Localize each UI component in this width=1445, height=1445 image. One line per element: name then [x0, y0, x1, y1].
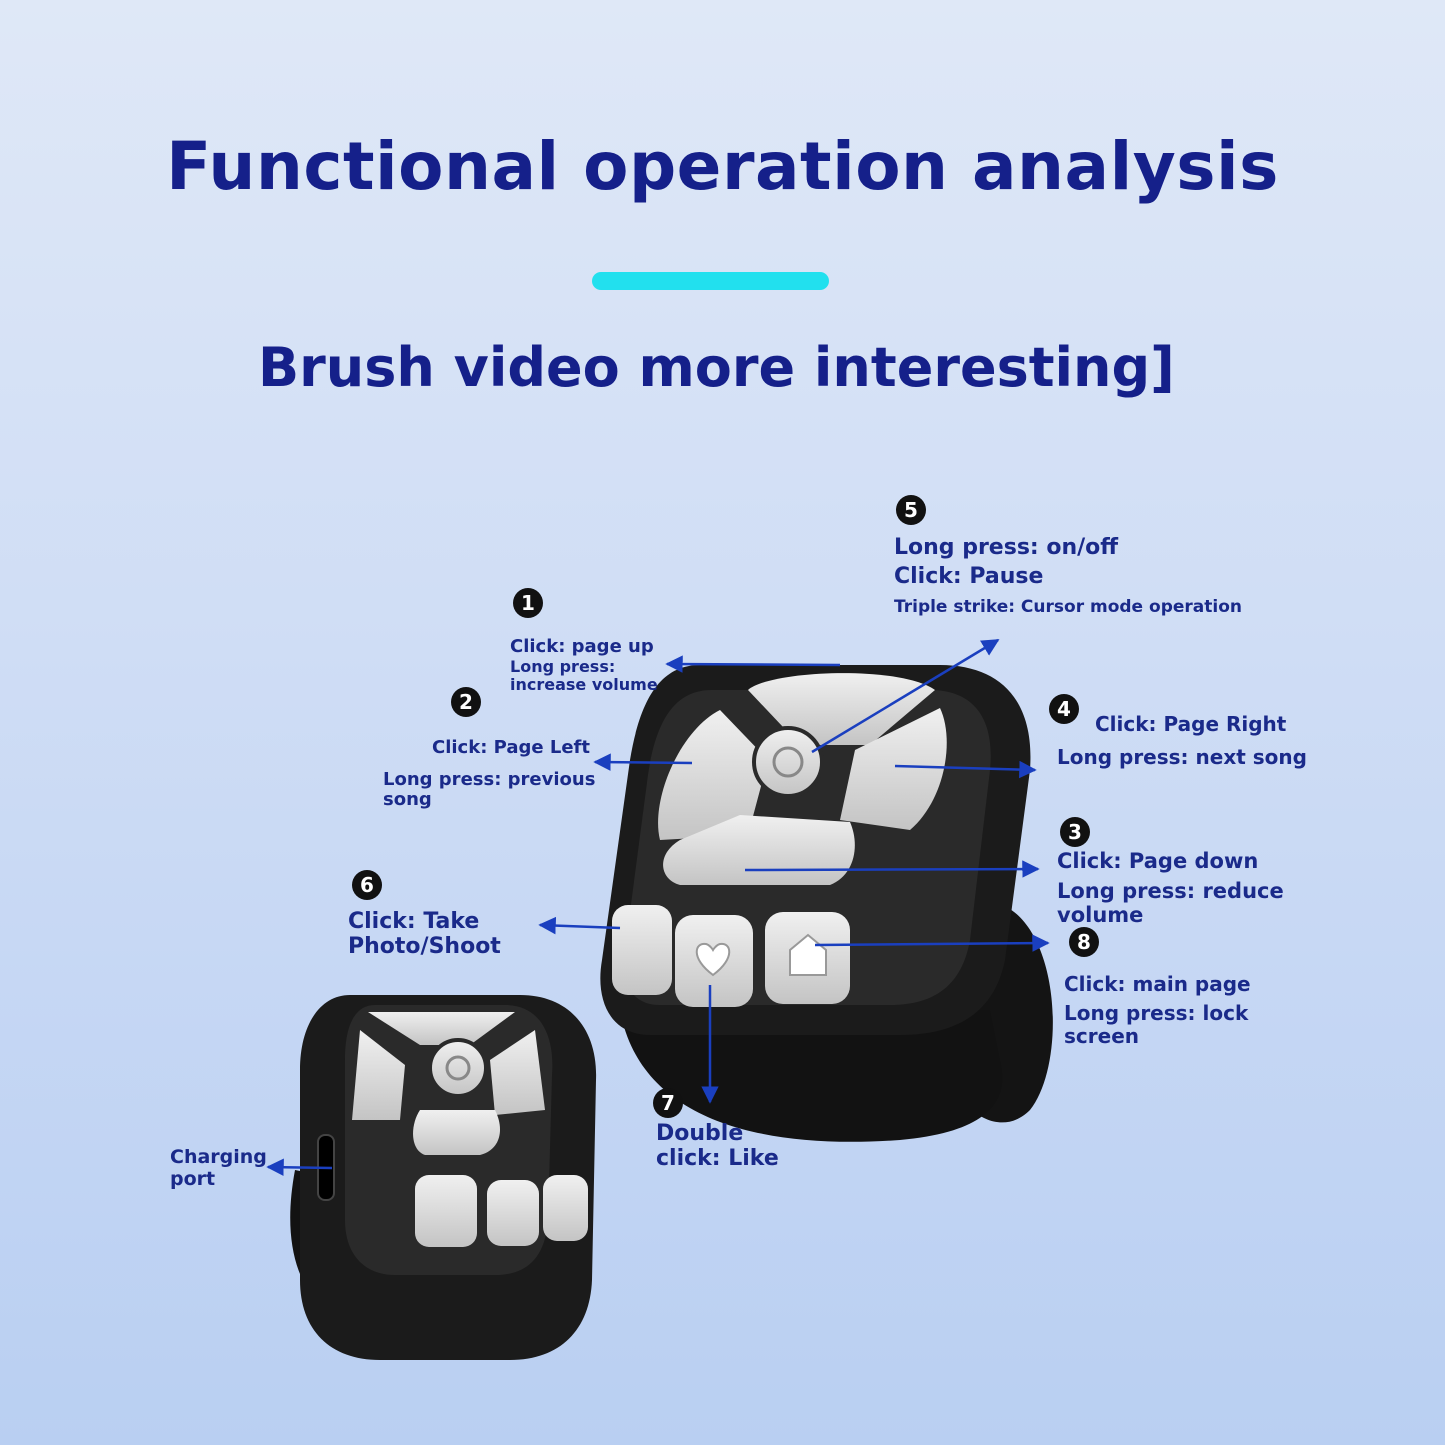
callout-1-number: 1: [513, 588, 543, 618]
charging-port-label: Charging port: [170, 1146, 267, 1190]
callout-4-text: Click: Page Right Long press: next song: [1057, 712, 1307, 769]
arrow-4: [894, 760, 1037, 779]
arrow-charging: [266, 1158, 333, 1176]
page-subtitle: Brush video more interesting]: [258, 336, 1175, 399]
callout-2-text: Click: Page Left Long press: previous so…: [383, 737, 596, 811]
callout-5-text: Long press: on/off Click: Pause Triple s…: [894, 535, 1242, 617]
down-arrow-icon: [663, 815, 855, 885]
callout-8-number: 8: [1069, 927, 1099, 957]
arrow-5: [811, 638, 1000, 754]
large-device: [600, 665, 1053, 1142]
power-center-icon: [752, 726, 824, 798]
arrow-3: [744, 860, 1040, 878]
arrow-8: [814, 934, 1050, 952]
camera-icon: [612, 905, 672, 995]
callout-3-text: Click: Page down Long press: reduce volu…: [1057, 849, 1284, 928]
page-title: Functional operation analysis: [166, 128, 1279, 205]
callout-8-text: Click: main page Long press: lock screen: [1064, 972, 1251, 1048]
small-device: [290, 995, 597, 1360]
callout-5-number: 5: [896, 495, 926, 525]
callout-7-number: 7: [653, 1088, 683, 1118]
callout-1-text: Click: page up Long press: increase volu…: [510, 636, 658, 695]
callout-6-text: Click: Take Photo/Shoot: [348, 909, 501, 960]
callout-7-text: Double click: Like: [656, 1121, 779, 1172]
callout-2-number: 2: [451, 687, 481, 717]
left-arrow-icon: [658, 710, 768, 840]
accent-divider: [592, 272, 829, 290]
callout-6-number: 6: [352, 870, 382, 900]
arrow-2: [593, 753, 693, 771]
arrow-1: [665, 655, 841, 673]
callout-3-number: 3: [1060, 817, 1090, 847]
callout-4-number: 4: [1049, 694, 1079, 724]
arrow-6: [538, 916, 621, 935]
right-arrow-icon: [840, 708, 947, 830]
